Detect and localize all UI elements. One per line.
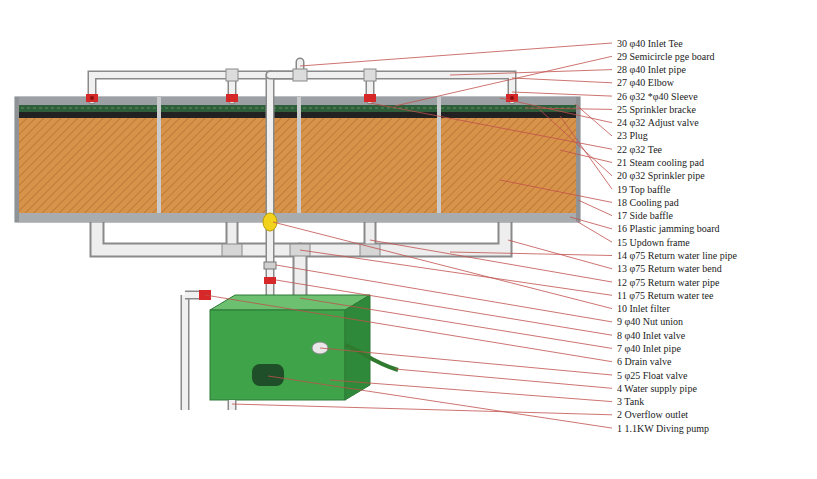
part-label: 14 φ75 Return water line pipe <box>617 249 737 262</box>
part-label: 4 Water supply pipe <box>617 382 697 395</box>
inlet-pipes <box>92 62 512 312</box>
part-label: 15 Updown frame <box>617 236 690 249</box>
part-label: 26 φ32 *φ40 Sleeve <box>617 90 698 103</box>
part-label: 9 φ40 Nut union <box>617 315 683 328</box>
part-label: 23 Plug <box>617 129 648 142</box>
part-label: 3 Tank <box>617 395 644 408</box>
part-label: 10 Inlet filter <box>617 302 670 315</box>
part-label: 5 φ25 Float valve <box>617 369 687 382</box>
part-label: 25 Sprinkler bracke <box>617 103 696 116</box>
part-label: 17 Side baffle <box>617 209 673 222</box>
part-label: 12 φ75 Return water pipe <box>617 276 719 289</box>
part-label: 27 φ40 Elbow <box>617 76 674 89</box>
part-label: 1 1.1KW Diving pump <box>617 422 709 435</box>
part-label: 13 φ75 Return water bend <box>617 262 722 275</box>
part-label: 8 φ40 Inlet valve <box>617 329 685 342</box>
part-label: 24 φ32 Adjust valve <box>617 116 699 129</box>
part-label: 7 φ40 Inlet pipe <box>617 342 681 355</box>
leader-lines <box>205 43 612 428</box>
part-label: 22 φ32 Tee <box>617 143 662 156</box>
part-label: 11 φ75 Return water tee <box>617 289 713 302</box>
return-pipe <box>97 222 505 300</box>
part-label: 19 Top baffle <box>617 183 670 196</box>
cooling-pad-wall <box>15 97 580 222</box>
part-label: 21 Steam cooling pad <box>617 156 704 169</box>
part-label: 29 Semicircle pge board <box>617 50 714 63</box>
part-label: 6 Drain valve <box>617 355 671 368</box>
part-label: 28 φ40 Inlet pipe <box>617 63 686 76</box>
part-label: 16 Plastic jamming board <box>617 222 720 235</box>
part-label: 20 φ32 Sprinkler pipe <box>617 169 705 182</box>
water-tank <box>185 290 398 410</box>
part-label: 18 Cooling pad <box>617 196 679 209</box>
part-label: 30 φ40 Inlet Tee <box>617 37 683 50</box>
valves <box>86 94 518 284</box>
part-label: 2 Overflow outlet <box>617 408 688 421</box>
